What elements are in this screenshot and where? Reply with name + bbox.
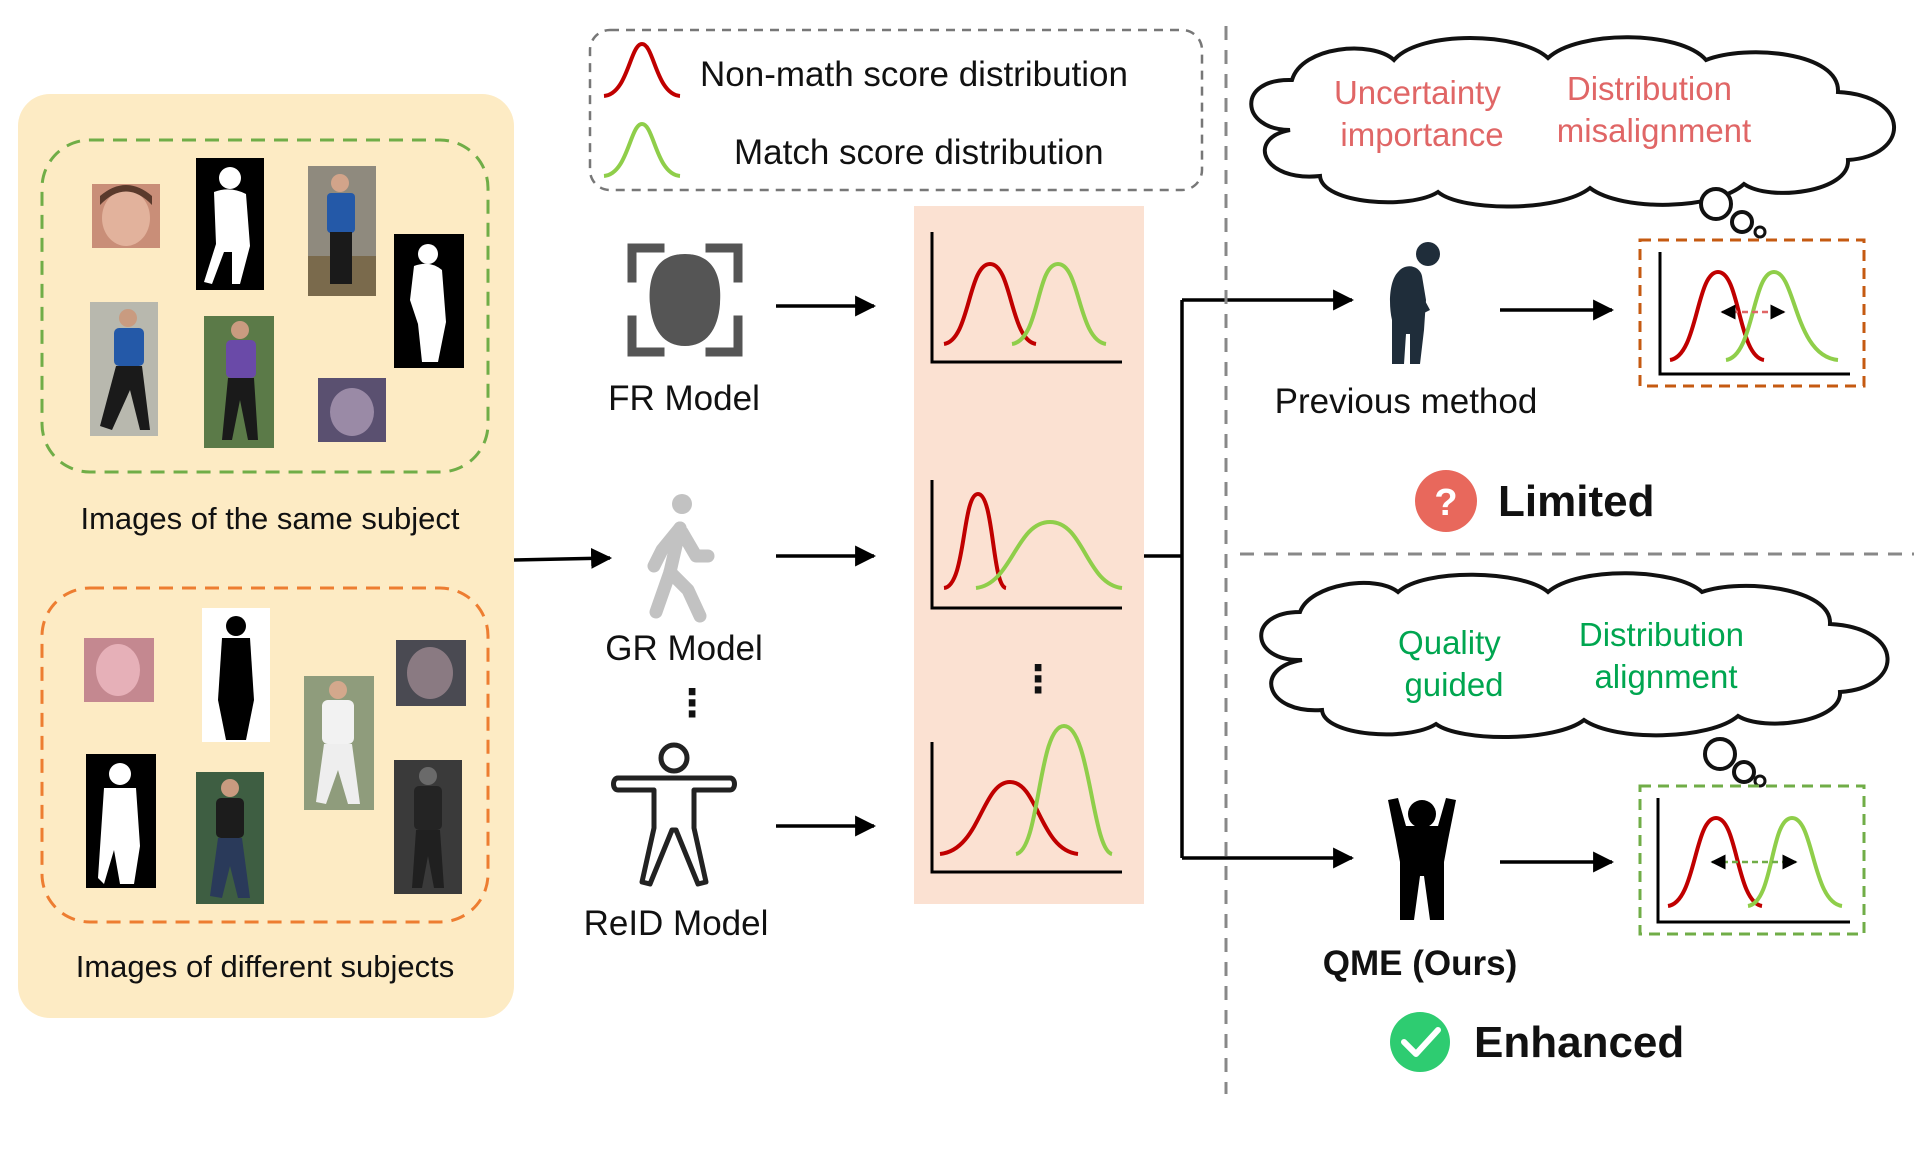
previous-thought-right: Distribution misalignment	[1557, 70, 1751, 149]
fr-model-label: FR Model	[608, 379, 760, 418]
gr-distribution-plot	[930, 480, 1123, 610]
silhouette-thumbnail	[86, 754, 156, 888]
ours-thought-left: Quality guided	[1398, 624, 1510, 703]
previous-method-label: Previous method	[1275, 382, 1538, 421]
same-subject-box	[40, 138, 490, 474]
input-arrow	[513, 547, 613, 569]
previous-thought-right-line1: Distribution	[1567, 70, 1732, 107]
silhouette-thumbnail	[394, 234, 464, 368]
plot-axes	[930, 232, 1122, 364]
match-curve	[975, 519, 1123, 590]
fr-distribution-plot	[930, 232, 1122, 364]
non-match-curve	[943, 491, 1008, 590]
previous-thought-right-line2: misalignment	[1557, 112, 1751, 149]
body-photo-thumbnail	[196, 772, 264, 904]
different-subjects-box	[40, 586, 490, 924]
ours-thought-left-line1: Quality	[1398, 624, 1501, 661]
legend-non-match-swatch	[603, 41, 681, 98]
enhanced-label: Enhanced	[1474, 1018, 1684, 1067]
check-icon	[1390, 1012, 1450, 1072]
face-thumbnail	[396, 640, 466, 706]
body-photo-thumbnail	[90, 302, 158, 436]
limited-label: Limited	[1498, 477, 1654, 526]
gr-model-label: GR Model	[605, 629, 763, 668]
plot-axes	[1656, 798, 1850, 924]
face-thumbnail	[84, 638, 154, 702]
match-curve	[1747, 815, 1843, 908]
body-photo-thumbnail	[394, 760, 462, 894]
silhouette-thumbnail	[196, 158, 264, 290]
non-match-curve	[1667, 815, 1763, 908]
previous-thought-left: Uncertainty importance	[1334, 74, 1510, 153]
hunched-person-icon	[1390, 242, 1440, 364]
reid-model-label: ReID Model	[584, 904, 769, 943]
previous-result-plot	[1638, 238, 1866, 388]
ours-result-frame	[1638, 784, 1866, 936]
thought-cloud-icon	[1259, 571, 1890, 788]
ours-label-rest: (Ours)	[1412, 944, 1517, 983]
silhouette-thumbnail	[202, 608, 270, 742]
body-photo-thumbnail	[204, 316, 274, 448]
legend-box	[588, 28, 1204, 192]
match-curve	[1015, 723, 1114, 856]
face-scan-icon	[627, 243, 743, 357]
face-thumbnail	[318, 378, 386, 442]
connector-line	[1144, 300, 1184, 858]
face-thumbnail	[92, 184, 160, 248]
non-match-curve	[943, 261, 1037, 346]
legend-non-match-label: Non-math score distribution	[700, 55, 1128, 94]
ours-thought-right-line2: alignment	[1594, 658, 1737, 695]
plot-axes	[930, 742, 1122, 874]
match-curve	[1011, 261, 1107, 346]
body-outline-icon	[611, 742, 737, 887]
non-match-curve	[939, 779, 1079, 856]
previous-thought-left-line1: Uncertainty	[1334, 74, 1501, 111]
ours-thought-left-line2: guided	[1404, 666, 1503, 703]
different-subjects-images	[84, 608, 466, 904]
plot-axes	[1658, 252, 1850, 376]
previous-result-frame	[1638, 238, 1866, 388]
ours-result-plot	[1638, 784, 1866, 936]
ours-label-bold: QME	[1323, 944, 1403, 983]
model-ellipsis: ⋮	[673, 683, 711, 725]
ours-thought-right: Distribution alignment	[1579, 616, 1753, 695]
match-curve	[1725, 269, 1839, 362]
legend-match-swatch	[603, 121, 681, 178]
reid-distribution-plot	[930, 723, 1122, 874]
different-subjects-label: Images of different subjects	[76, 949, 455, 984]
body-photo-thumbnail	[308, 166, 376, 296]
question-icon: ?	[1415, 470, 1477, 532]
same-subject-images	[90, 158, 464, 448]
svg-text:?: ?	[1434, 482, 1457, 524]
ours-label: QME (Ours)	[1323, 944, 1517, 983]
previous-thought-left-line2: importance	[1340, 116, 1503, 153]
ours-thought-right-line1: Distribution	[1579, 616, 1744, 653]
body-photo-thumbnail	[304, 676, 374, 810]
plot-axes	[930, 480, 1122, 610]
plot-ellipsis: ⋮	[1019, 659, 1057, 701]
walking-person-icon	[647, 494, 715, 623]
thought-cloud-icon	[1249, 35, 1896, 239]
cheering-person-icon	[1388, 798, 1456, 920]
legend-match-label: Match score distribution	[734, 133, 1104, 172]
same-subject-label: Images of the same subject	[80, 501, 459, 536]
